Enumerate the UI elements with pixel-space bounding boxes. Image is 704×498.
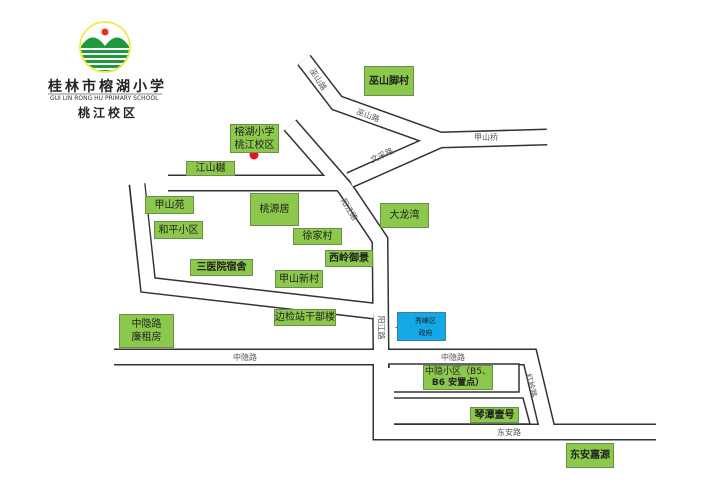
- place-jiangshanyue: 江山樾: [186, 161, 235, 176]
- place-zhongyinxiaoqu: 中隐小区（B5、 B6 安置点）: [423, 365, 493, 390]
- road-label-jiashan-bridge: 甲山桥: [474, 133, 498, 142]
- place-lianzufang-line1: 中隐路: [131, 319, 162, 330]
- road-label-zhongyin: 中隐路: [441, 353, 465, 362]
- place-bianjianzhan: 边检站干部楼: [274, 309, 336, 326]
- place-gov-line2: 政府: [418, 328, 433, 337]
- logo-campus: 桃江校区: [78, 106, 139, 120]
- place-donganjiayuan: 东安嘉源: [566, 443, 614, 468]
- place-lianzufang: 中隐路 廉租房: [119, 314, 174, 348]
- place-dalongwan: 大龙湾: [380, 203, 429, 228]
- place-school: 榕湖小学 桃江校区: [230, 124, 279, 153]
- place-jiashanyuan: 甲山苑: [145, 196, 194, 214]
- place-qintan: 琴潭壹号: [470, 407, 519, 423]
- place-gov-line1: 秀峰区: [415, 316, 436, 325]
- school-logo: [48, 21, 162, 95]
- logo-sun-icon: [101, 28, 109, 36]
- road-label-zhongyin: 中隐路: [233, 353, 257, 362]
- place-taoyuanju: 桃源居: [250, 193, 299, 226]
- logo-school-name: 桂林市榕湖小学: [48, 79, 167, 95]
- place-sanyiyuan: 三医院宿舍: [190, 259, 253, 276]
- place-xiufeng-gov: 秀峰区 政府: [397, 312, 446, 341]
- place-jiashanxincun: 甲山新村: [275, 270, 323, 288]
- place-xilingyujing: 西岭御景: [325, 250, 373, 267]
- place-wushanjiaocun: 巫山脚村: [364, 66, 414, 96]
- place-zhongyinxiaoqu-line2: B6 安置点）: [431, 377, 485, 388]
- road-label-dongan: 东安路: [497, 428, 521, 437]
- place-school-line2: 桃江校区: [234, 139, 275, 151]
- place-xujiacun: 徐家村: [293, 228, 342, 245]
- place-hepingxiaoqu: 和平小区: [154, 221, 203, 239]
- place-zhongyinxiaoqu-line1: 中隐小区（B5、: [425, 366, 491, 377]
- place-school-line1: 榕湖小学: [234, 126, 275, 138]
- logo-school-name-en: GUI LIN RONG HU PRIMARY SCHOOL: [50, 95, 159, 102]
- road-label-yangjiang: 阳江路: [376, 315, 386, 340]
- place-lianzufang-line2: 廉租房: [131, 332, 162, 343]
